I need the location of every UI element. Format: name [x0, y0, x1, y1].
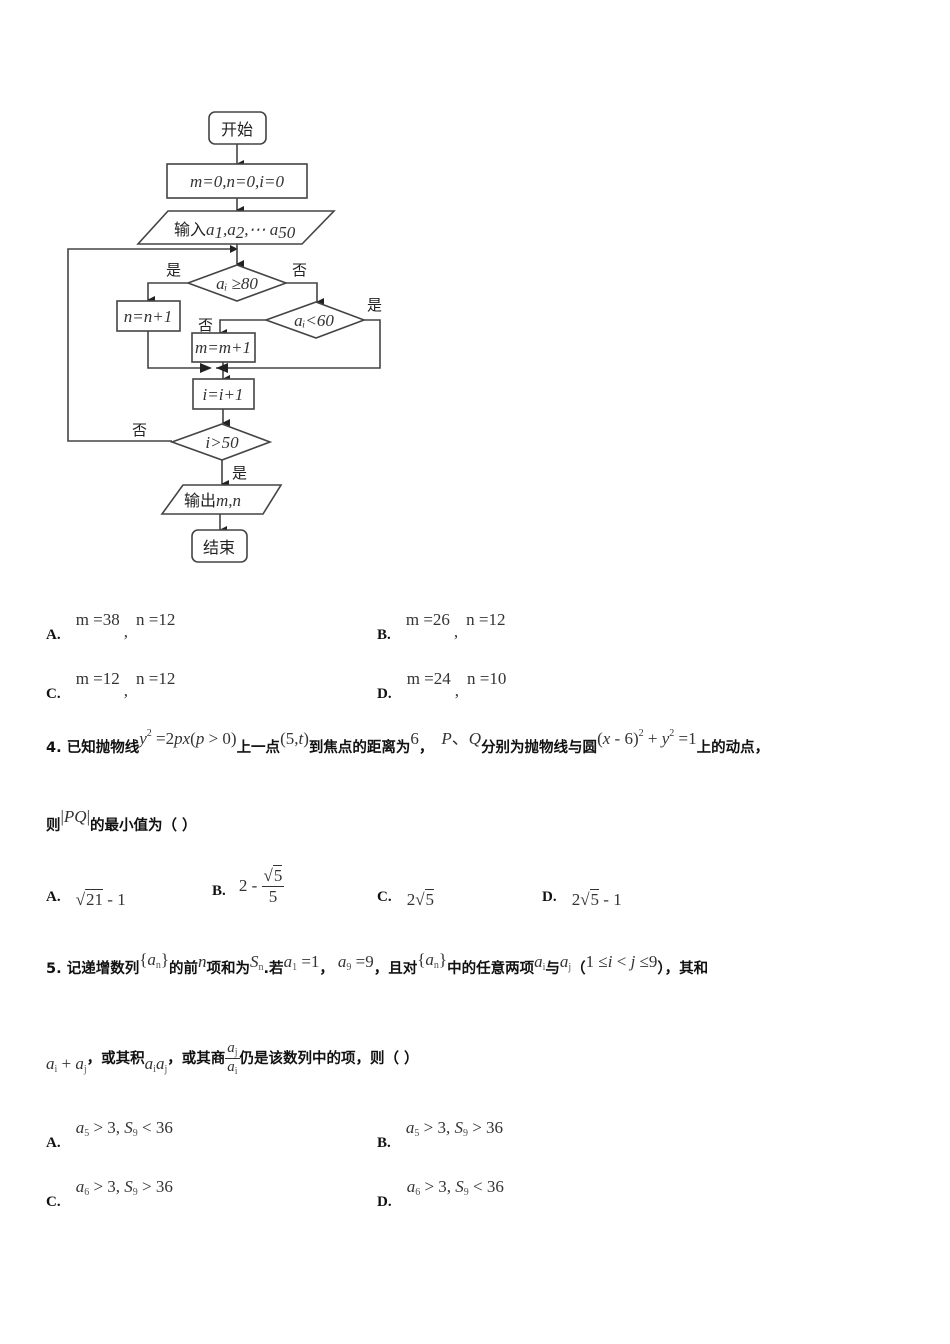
q4-option-a[interactable]: A. √21 - 1: [46, 889, 126, 909]
cond3-yes-label: 是: [232, 464, 247, 482]
cond2-diamond: [263, 301, 367, 339]
input-label: 输入a1,a2,⋯ a50: [174, 220, 296, 242]
output-label: 输出m,n: [184, 491, 241, 510]
q4-line-1: 4. 已知抛物线y2 =2px(p > 0)上一点(5,t)到焦点的距离为6，P…: [46, 728, 770, 756]
q5-option-c[interactable]: C. a6 > 3, S9 > 36: [46, 1177, 173, 1210]
q5-option-d[interactable]: D. a6 > 3, S9 < 36: [377, 1177, 504, 1210]
end-label: 结束: [203, 538, 235, 557]
q3-option-b[interactable]: B. m =26,n =12: [377, 610, 506, 643]
q5-option-b[interactable]: B. a5 > 3, S9 > 36: [377, 1118, 504, 1151]
box-n-label: n=n+1: [124, 307, 172, 326]
q4-line-2: 则|PQ|的最小值为（ ）: [46, 807, 197, 834]
cond3-no-label: 否: [132, 421, 147, 439]
q3-b-n: n =12: [466, 610, 506, 629]
q4-option-d[interactable]: D. 2√5 - 1: [542, 889, 622, 909]
q3-c-n: n =12: [136, 669, 176, 688]
cond1-yes-label: 是: [166, 261, 181, 279]
q3-a-n: n =12: [136, 610, 176, 629]
q3-b-m: m =26: [405, 610, 450, 629]
box-i-label: i=i+1: [203, 385, 244, 404]
q3-option-d[interactable]: D. m =24,n =10: [377, 669, 507, 702]
cond1-diamond: [185, 264, 289, 302]
q5-line-1: 5. 记递增数列{an}的前n项和为Sn.若a1 =1，a9 =9，且对{an}…: [46, 950, 709, 977]
q3-d-n: n =10: [467, 669, 507, 688]
input-node: [136, 210, 336, 245]
output-node: [160, 484, 283, 515]
box-i: [192, 378, 255, 410]
start-label: 开始: [221, 120, 253, 139]
q3-option-c[interactable]: C. m =12,n =12: [46, 669, 176, 702]
cond2-no-label: 否: [198, 316, 213, 334]
cond1-no-label: 否: [292, 261, 307, 279]
q4-option-c[interactable]: C. 2√5: [377, 889, 435, 909]
box-m-label: m=m+1: [195, 338, 251, 357]
flowchart: 开始 m=0,n=0,i=0 输入a1,a2,⋯ a50 aᵢ ≥80 是 否 …: [67, 111, 382, 563]
cond3-label: i>50: [205, 433, 239, 452]
q5-option-a[interactable]: A. a5 > 3, S9 < 36: [46, 1118, 173, 1151]
q3-d-m: m =24: [406, 669, 451, 688]
box-n: [116, 300, 181, 332]
cond2-yes-label: 是: [367, 296, 382, 314]
init-box: [166, 163, 308, 199]
q3-option-a[interactable]: A. m =38,n =12: [46, 610, 176, 643]
q3-c-m: m =12: [75, 669, 120, 688]
cond2-label: aᵢ<60: [294, 311, 334, 330]
init-label: m=0,n=0,i=0: [190, 172, 284, 191]
q3-a-m: m =38: [75, 610, 120, 629]
cond1-label: aᵢ ≥80: [216, 274, 258, 293]
end-node: [191, 529, 248, 563]
